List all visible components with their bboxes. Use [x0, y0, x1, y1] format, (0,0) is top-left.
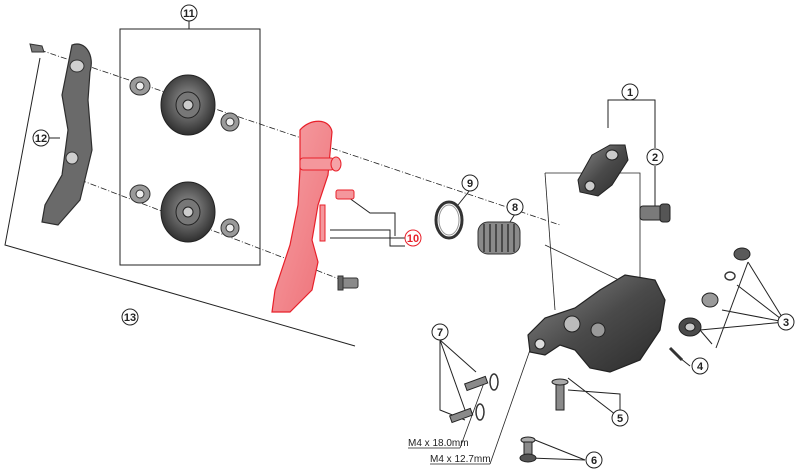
callout-3: 3: [777, 313, 795, 331]
cage-group-bracket: [4, 57, 356, 347]
callout-5: 5: [611, 409, 629, 427]
bracket-bolts: [448, 373, 499, 424]
lower-pulley: [129, 181, 240, 243]
callout-4: 4: [691, 357, 709, 375]
small-screw: [668, 346, 684, 362]
stop-screw: [551, 378, 569, 411]
callout-12: 12: [32, 129, 50, 147]
fixing-bolt: [519, 436, 537, 463]
callout-9: 9: [461, 174, 479, 192]
clip-ring: [434, 200, 464, 240]
svg-text:13: 13: [124, 312, 136, 324]
tension-spring: [477, 221, 521, 255]
callout-7: 7: [431, 323, 449, 341]
callout-6: 6: [585, 451, 603, 469]
svg-text:2: 2: [652, 152, 658, 164]
adjuster-stack: [678, 247, 751, 337]
svg-text:7: 7: [437, 327, 443, 339]
upper-link-assembly: [577, 144, 671, 223]
svg-text:M4 x 18.0mm: M4 x 18.0mm: [408, 438, 469, 449]
callout-11: 11: [180, 4, 198, 22]
callout-1: 1: [621, 83, 639, 101]
cage-bolt: [337, 275, 359, 291]
dimension-m4-12-7: M4 x 12.7mm: [430, 454, 491, 465]
svg-text:10: 10: [407, 233, 419, 245]
dimension-m4-18: M4 x 18.0mm: [408, 438, 469, 449]
outer-cage-plate: [29, 43, 93, 226]
callout-2: 2: [646, 148, 664, 166]
callout-8: 8: [506, 198, 524, 216]
svg-text:9: 9: [467, 178, 473, 190]
pulley-group-box: [119, 28, 261, 266]
upper-pulley: [129, 74, 240, 136]
svg-text:3: 3: [783, 317, 789, 329]
svg-text:12: 12: [35, 133, 47, 145]
svg-text:M4 x 12.7mm: M4 x 12.7mm: [430, 454, 491, 465]
leader-lines: [4, 21, 786, 465]
derailleur-body: [527, 274, 666, 373]
svg-text:5: 5: [617, 413, 623, 425]
svg-text:8: 8: [512, 202, 518, 214]
svg-text:4: 4: [697, 361, 704, 373]
svg-text:6: 6: [591, 455, 597, 467]
svg-text:11: 11: [183, 8, 195, 20]
svg-text:1: 1: [627, 87, 633, 99]
callout-13: 13: [121, 308, 139, 326]
inner-cage-plate-highlighted: [271, 120, 355, 313]
callout-10: 10: [404, 229, 422, 247]
